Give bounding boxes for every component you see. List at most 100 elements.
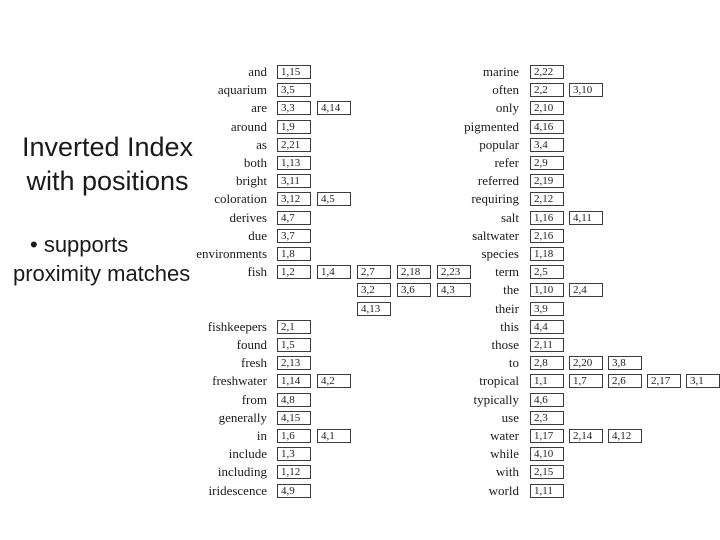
posting-box: 1,18	[530, 247, 564, 261]
index-term-label: popular	[479, 137, 519, 152]
posting-box: 2,22	[530, 65, 564, 79]
posting-box: 4,12	[608, 429, 642, 443]
posting-box: 4,13	[357, 302, 391, 316]
index-term-label: due	[248, 228, 267, 243]
index-term-label: to	[508, 355, 519, 370]
index-term-label: tropical	[479, 373, 519, 388]
index-term-label: generally	[218, 410, 267, 425]
posting-box: 3,3	[277, 101, 311, 115]
posting-box: 2,5	[530, 265, 564, 279]
posting-box: 4,4	[530, 320, 564, 334]
posting-box: 2,13	[277, 356, 311, 370]
index-term-label: while	[490, 446, 519, 461]
posting-box: 1,16	[530, 211, 564, 225]
index-term-label: term	[495, 264, 519, 279]
posting-box: 2,17	[647, 374, 681, 388]
slide-title-line1: Inverted Index	[21, 132, 194, 162]
posting-box: 3,10	[569, 83, 603, 97]
bullet-line1: • supports	[30, 232, 129, 257]
index-term-label: freshwater	[212, 373, 267, 388]
index-term-label: from	[241, 392, 267, 407]
index-term-label: only	[495, 100, 519, 115]
posting-box: 4,3	[437, 283, 471, 297]
posting-box: 3,5	[277, 83, 311, 97]
posting-box: 3,1	[686, 374, 720, 388]
posting-box: 3,9	[530, 302, 564, 316]
posting-box: 2,11	[530, 338, 564, 352]
posting-box: 2,19	[530, 174, 564, 188]
index-term-label: use	[501, 410, 519, 425]
posting-box: 1,17	[530, 429, 564, 443]
index-term-label: including	[217, 464, 267, 479]
posting-box: 2,2	[530, 83, 564, 97]
index-term-label: around	[230, 119, 267, 134]
posting-box: 3,4	[530, 138, 564, 152]
posting-box: 1,2	[277, 265, 311, 279]
index-term-label: as	[256, 137, 267, 152]
slide-title: Inverted Index with positions	[5, 130, 210, 198]
posting-box: 4,1	[317, 429, 351, 443]
index-term-label: referred	[477, 173, 519, 188]
posting-box: 2,14	[569, 429, 603, 443]
index-term-label: both	[243, 155, 267, 170]
posting-box: 1,10	[530, 283, 564, 297]
posting-box: 4,10	[530, 447, 564, 461]
posting-box: 1,1	[530, 374, 564, 388]
index-term-label: found	[236, 337, 267, 352]
index-term-label: refer	[494, 155, 519, 170]
index-term-label: bright	[235, 173, 267, 188]
index-term-label: water	[490, 428, 519, 443]
posting-box: 4,5	[317, 192, 351, 206]
index-term-label: are	[251, 100, 267, 115]
posting-box: 2,18	[397, 265, 431, 279]
posting-box: 2,3	[530, 411, 564, 425]
posting-box: 2,12	[530, 192, 564, 206]
posting-box: 2,8	[530, 356, 564, 370]
index-term-label: fishkeepers	[207, 319, 267, 334]
posting-box: 2,20	[569, 356, 603, 370]
posting-box: 1,14	[277, 374, 311, 388]
posting-box: 2,10	[530, 101, 564, 115]
posting-box: 4,6	[530, 393, 564, 407]
index-term-label: the	[503, 282, 519, 297]
posting-box: 3,12	[277, 192, 311, 206]
posting-box: 1,13	[277, 156, 311, 170]
index-term-label: and	[248, 64, 267, 79]
index-term-label: salt	[500, 210, 519, 225]
posting-box: 3,2	[357, 283, 391, 297]
index-term-label: requiring	[471, 191, 519, 206]
posting-box: 2,7	[357, 265, 391, 279]
index-term-label: their	[495, 301, 519, 316]
index-term-label: this	[500, 319, 519, 334]
index-term-label: typically	[473, 392, 520, 407]
slide-title-line2: with positions	[26, 166, 189, 196]
posting-box: 3,8	[608, 356, 642, 370]
index-term-label: world	[488, 483, 519, 498]
posting-box: 4,15	[277, 411, 311, 425]
posting-box: 4,8	[277, 393, 311, 407]
posting-box: 2,4	[569, 283, 603, 297]
posting-box: 2,1	[277, 320, 311, 334]
posting-box: 2,6	[608, 374, 642, 388]
posting-box: 3,6	[397, 283, 431, 297]
posting-box: 2,15	[530, 465, 564, 479]
posting-box: 1,4	[317, 265, 351, 279]
index-term-label: marine	[482, 64, 519, 79]
posting-box: 1,3	[277, 447, 311, 461]
index-term-label: those	[491, 337, 519, 352]
posting-box: 1,12	[277, 465, 311, 479]
posting-box: 3,7	[277, 229, 311, 243]
posting-box: 1,7	[569, 374, 603, 388]
index-term-label: saltwater	[472, 228, 519, 243]
posting-box: 1,8	[277, 247, 311, 261]
posting-box: 2,23	[437, 265, 471, 279]
posting-box: 1,6	[277, 429, 311, 443]
index-term-label: include	[228, 446, 267, 461]
posting-box: 4,11	[569, 211, 603, 225]
index-term-label: coloration	[214, 191, 267, 206]
index-term-label: iridescence	[208, 483, 267, 498]
posting-box: 1,11	[530, 484, 564, 498]
